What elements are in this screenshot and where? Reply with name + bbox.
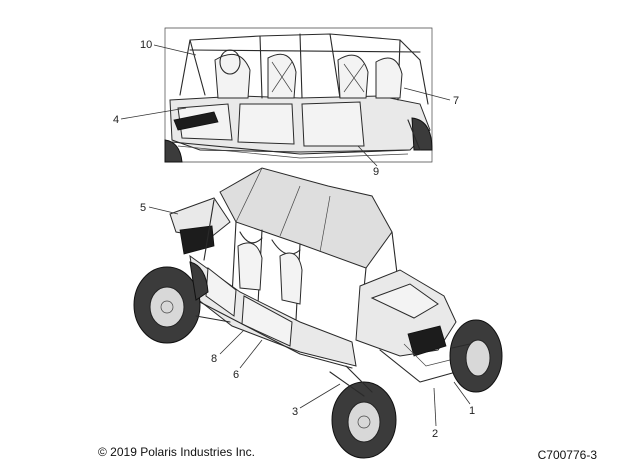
svg-text:5: 5 (140, 202, 146, 214)
svg-text:10: 10 (140, 39, 152, 51)
main-vehicle-view (133, 167, 503, 459)
callout-5: 5 (140, 202, 179, 215)
callout-2: 2 (432, 387, 438, 440)
copyright-notice: © 2019 Polaris Industries Inc. (98, 445, 255, 459)
callout-9: 9 (357, 145, 379, 178)
svg-text:3: 3 (292, 406, 298, 418)
svg-text:9: 9 (373, 166, 379, 178)
callout-6: 6 (233, 339, 263, 381)
callout-10: 10 (140, 39, 197, 56)
svg-text:1: 1 (469, 405, 475, 417)
svg-text:7: 7 (453, 95, 459, 107)
svg-text:6: 6 (233, 369, 239, 381)
inset-detail-view (164, 27, 433, 163)
callout-8: 8 (211, 329, 245, 365)
svg-text:8: 8 (211, 353, 217, 365)
callout-3: 3 (292, 383, 341, 418)
svg-text:4: 4 (113, 114, 119, 126)
callout-4: 4 (113, 107, 187, 126)
svg-text:2: 2 (432, 428, 438, 440)
callout-1: 1 (453, 381, 475, 417)
callout-7: 7 (403, 87, 459, 107)
figure-id: C700776-3 (537, 448, 597, 462)
